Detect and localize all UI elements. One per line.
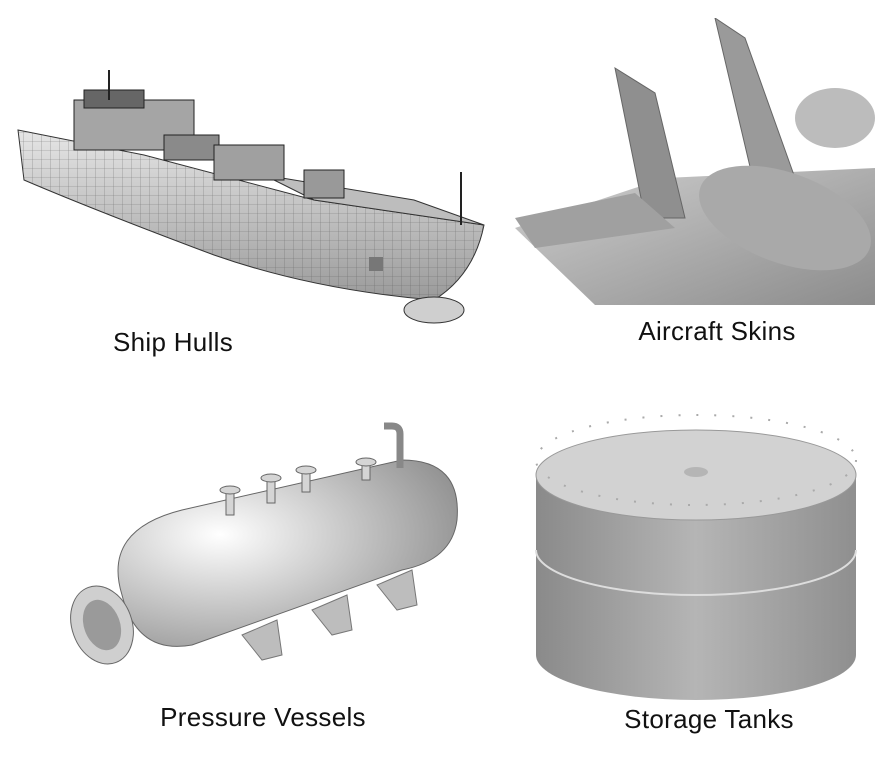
caption-pressure-vessels: Pressure Vessels <box>160 702 366 732</box>
ship-hull-image <box>17 70 485 324</box>
caption-storage-tanks: Storage Tanks <box>624 704 794 734</box>
storage-tank-image <box>535 414 857 700</box>
caption-aircraft-skins: Aircraft Skins <box>638 316 796 346</box>
caption-ship-hulls: Ship Hulls <box>112 327 234 357</box>
pressure-vessel-image <box>70 422 458 665</box>
aircraft-skin-image <box>515 18 875 305</box>
